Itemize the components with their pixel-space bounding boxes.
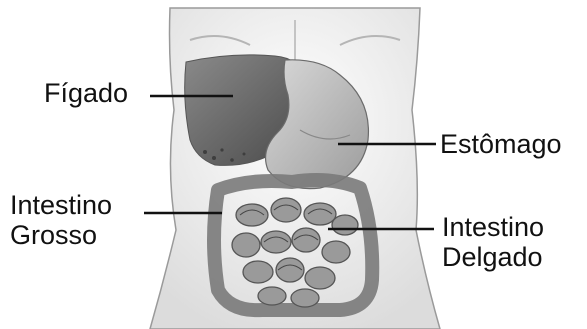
label-intestino-delgado: Intestino Delgado: [442, 212, 544, 272]
label-intestino-delgado-line1: Intestino: [442, 212, 544, 242]
label-intestino-grosso: Intestino Grosso: [10, 190, 112, 250]
label-intestino-grosso-line2: Grosso: [10, 220, 112, 250]
label-intestino-delgado-line2: Delgado: [442, 242, 544, 272]
label-figado: Fígado: [44, 78, 128, 108]
label-intestino-grosso-line1: Intestino: [10, 190, 112, 220]
label-estomago: Estômago: [440, 129, 562, 159]
